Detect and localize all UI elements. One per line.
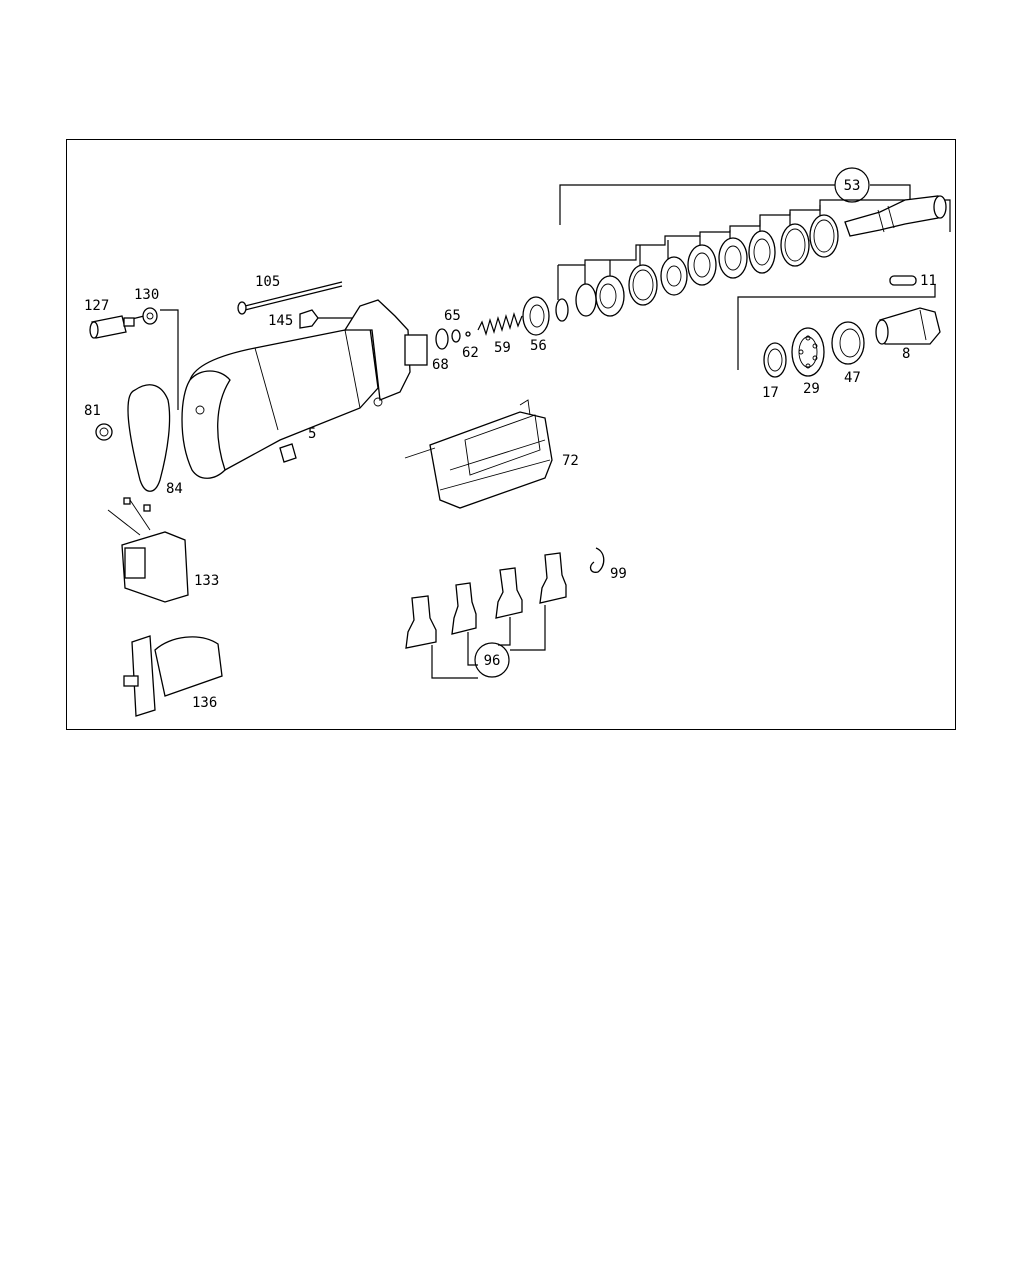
part-8-pinion: [875, 307, 941, 345]
callout-59: 59: [494, 340, 511, 356]
callout-130: 130: [134, 287, 159, 303]
part-96-brushes: [405, 552, 567, 649]
callout-133: 133: [194, 573, 219, 589]
part-99-spring-clip: [589, 547, 605, 573]
part-127-sleeve: [89, 315, 135, 339]
callout-56: 56: [530, 338, 547, 354]
part-62-ball: [465, 331, 471, 337]
callout-84: 84: [166, 481, 183, 497]
callout-labels: 53 11 8 17 29 47 105 127 130 145 65 62 5…: [84, 178, 937, 711]
callout-11: 11: [920, 273, 937, 289]
part-5-starter-motor: [181, 299, 428, 479]
part-145-nut: [299, 309, 319, 329]
callout-53: 53: [844, 178, 861, 194]
callout-72: 72: [562, 453, 579, 469]
callout-62: 62: [462, 345, 479, 361]
part-65-disc: [451, 329, 461, 343]
part-56-bearing: [522, 296, 550, 336]
callout-127: 127: [84, 298, 109, 314]
part-47-bushing: [831, 321, 865, 365]
part-84-seal-ring: [127, 384, 171, 492]
callout-96: 96: [484, 653, 501, 669]
callout-8: 8: [902, 346, 910, 362]
part-68-washer: [435, 328, 449, 350]
callout-81: 81: [84, 403, 101, 419]
callout-circle-53: [834, 167, 870, 203]
part-29-bearing: [791, 327, 825, 377]
part-81-bushing: [95, 423, 113, 441]
callout-65: 65: [444, 308, 461, 324]
part-105-through-bolt: [237, 281, 343, 315]
part-136-cover: [123, 635, 223, 717]
part-53-drive-assembly: [555, 195, 947, 322]
part-17-ring: [763, 342, 787, 378]
part-72-field-coil: [404, 399, 553, 509]
callout-47: 47: [844, 370, 861, 386]
part-130-washer: [142, 307, 158, 325]
callout-136: 136: [192, 695, 217, 711]
callout-99: 99: [610, 566, 627, 582]
callout-68: 68: [432, 357, 449, 373]
callout-17: 17: [762, 385, 779, 401]
callout-105: 105: [255, 274, 280, 290]
part-59-spring: [477, 311, 523, 337]
part-133-brush-holder: [107, 497, 189, 603]
callout-29: 29: [803, 381, 820, 397]
callout-5: 5: [308, 426, 316, 442]
callout-145: 145: [268, 313, 293, 329]
part-11-key: [889, 275, 917, 286]
callout-circle-96: [474, 642, 510, 678]
